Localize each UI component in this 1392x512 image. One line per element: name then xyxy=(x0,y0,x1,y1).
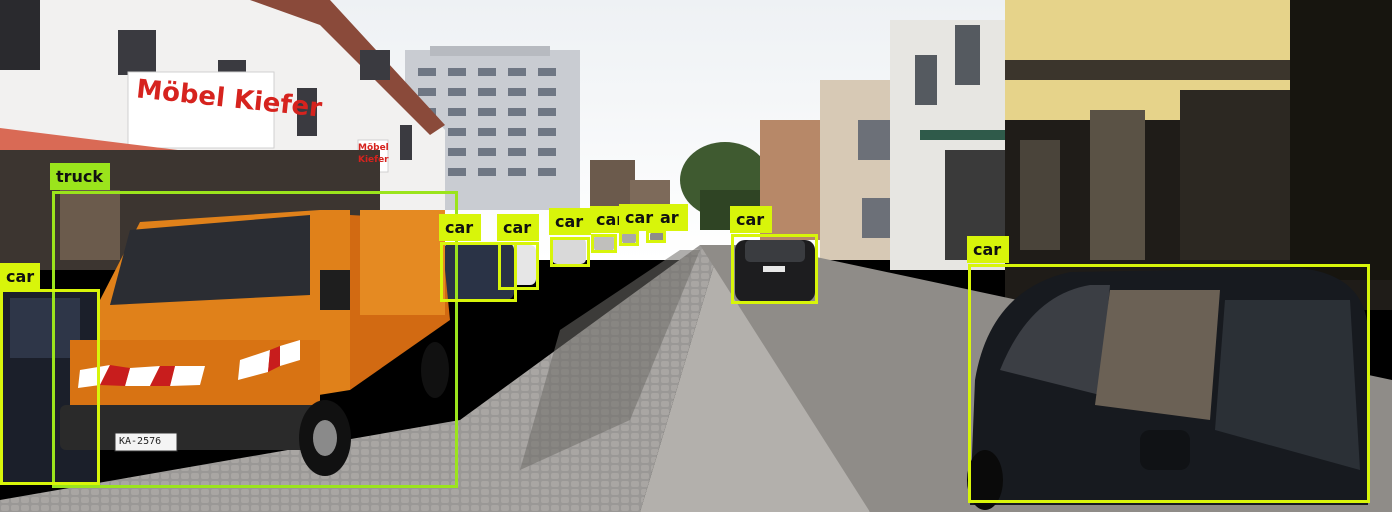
detection-label-car-left: car xyxy=(0,263,40,290)
orange-truck xyxy=(60,210,450,476)
detection-label-car-far-1: car xyxy=(590,206,620,233)
detection-label-car-navy: car xyxy=(439,214,481,241)
license-plate-text: KA-2576 xyxy=(119,436,162,447)
detection-box-car-far-1[interactable] xyxy=(591,234,617,253)
dark-hatchback xyxy=(967,268,1368,510)
detection-box-car-hatchback[interactable] xyxy=(968,264,1370,503)
left-building xyxy=(0,0,445,270)
dark-sedan xyxy=(735,240,815,302)
detection-box-truck[interactable] xyxy=(52,191,458,488)
shop-sign-small-line1: Möbel xyxy=(358,143,389,153)
detection-label-car-silver: car xyxy=(549,208,591,235)
detection-label-car-white: car xyxy=(497,214,539,241)
detection-box-car-left[interactable] xyxy=(0,289,100,485)
detection-box-car-silver[interactable] xyxy=(550,237,590,267)
detection-box-car-sedan[interactable] xyxy=(731,234,818,304)
detection-label-car-hatchback: car xyxy=(967,236,1009,263)
detection-box-car-far-3[interactable] xyxy=(646,230,666,243)
detection-label-truck: truck xyxy=(50,163,110,190)
detection-label-car-far-3: ar xyxy=(654,204,688,231)
detection-label-car-sedan: car xyxy=(730,206,772,233)
shop-sign-small-line2: Kiefer xyxy=(358,155,389,165)
detection-box-car-navy[interactable] xyxy=(440,242,517,302)
detection-box-car-far-2[interactable] xyxy=(619,231,639,246)
detection-box-car-white[interactable] xyxy=(498,242,539,290)
